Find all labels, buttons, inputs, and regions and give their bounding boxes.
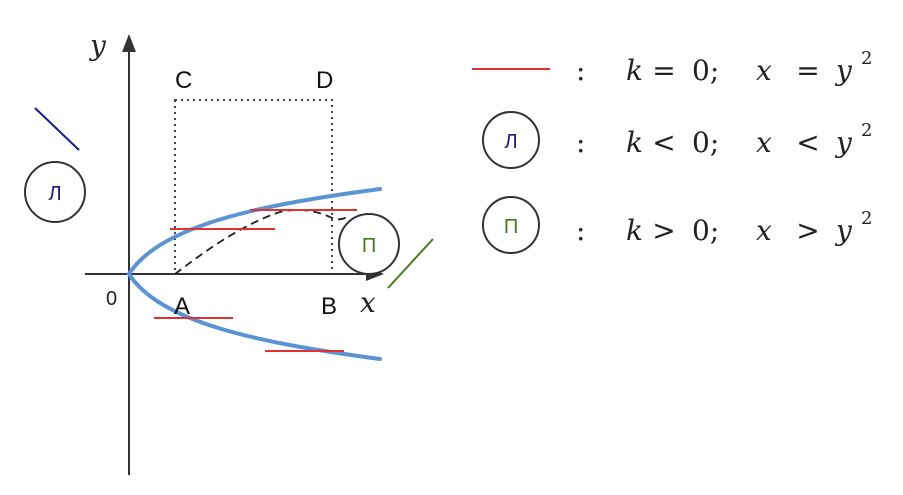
legend-colon: : — [576, 214, 585, 247]
right-marker-label: П — [362, 235, 376, 257]
legend-exponent: 2 — [861, 48, 872, 69]
level-lines — [154, 209, 357, 352]
legend-op1: = — [652, 54, 675, 87]
legend-k: k — [626, 126, 643, 159]
origin-label: 0 — [106, 288, 117, 310]
legend-op2: = — [796, 54, 819, 87]
legend-zero: 0; — [692, 214, 719, 247]
legend-symbol-label: Л — [504, 131, 517, 153]
legend-circle-symbol — [482, 196, 540, 254]
y-axis-arrowhead — [122, 34, 136, 52]
legend-x: x — [756, 214, 772, 247]
legend-k: k — [626, 54, 643, 87]
legend-y: y — [834, 54, 853, 87]
point-label-d: D — [316, 67, 333, 94]
right-marker-stroke — [387, 238, 434, 289]
legend-k: k — [626, 214, 643, 247]
legend-op2: > — [796, 214, 819, 247]
legend-row-3: П : k > 0; x > y 2 — [482, 196, 872, 254]
right-marker-circle — [338, 213, 400, 275]
legend-row-1: : k = 0; x = y 2 — [472, 48, 872, 87]
point-label-b: B — [321, 293, 337, 320]
legend-symbol-label: П — [504, 216, 518, 238]
legend-colon: : — [576, 54, 585, 87]
legend-y: y — [834, 214, 853, 247]
legend-row-2: Л : k < 0; x < y 2 — [482, 111, 872, 169]
legend-exponent: 2 — [861, 208, 872, 229]
point-label-a: A — [174, 293, 190, 320]
left-marker-label: Л — [48, 183, 61, 205]
point-label-c: C — [175, 67, 192, 94]
x-axis-label: x — [360, 286, 376, 319]
y-axis-label: y — [88, 29, 107, 62]
legend-zero: 0; — [692, 54, 719, 87]
legend-circle-symbol — [482, 111, 540, 169]
parabola-curve — [126, 187, 382, 361]
legend-op1: < — [652, 126, 675, 159]
legend-op2: < — [796, 126, 819, 159]
legend-zero: 0; — [692, 126, 719, 159]
legend: : k = 0; x = y 2 Л : k < 0; x < y 2 П : … — [472, 48, 872, 254]
axes — [85, 34, 384, 475]
legend-op1: > — [652, 214, 675, 247]
legend-x: x — [756, 126, 772, 159]
legend-exponent: 2 — [861, 120, 872, 141]
legend-colon: : — [576, 126, 585, 159]
left-marker-stroke — [34, 107, 80, 151]
legend-x: x — [756, 54, 772, 87]
dotted-rectangle — [174, 99, 333, 275]
dashed-path — [174, 209, 349, 275]
legend-y: y — [834, 126, 853, 159]
left-marker-circle — [24, 161, 86, 223]
